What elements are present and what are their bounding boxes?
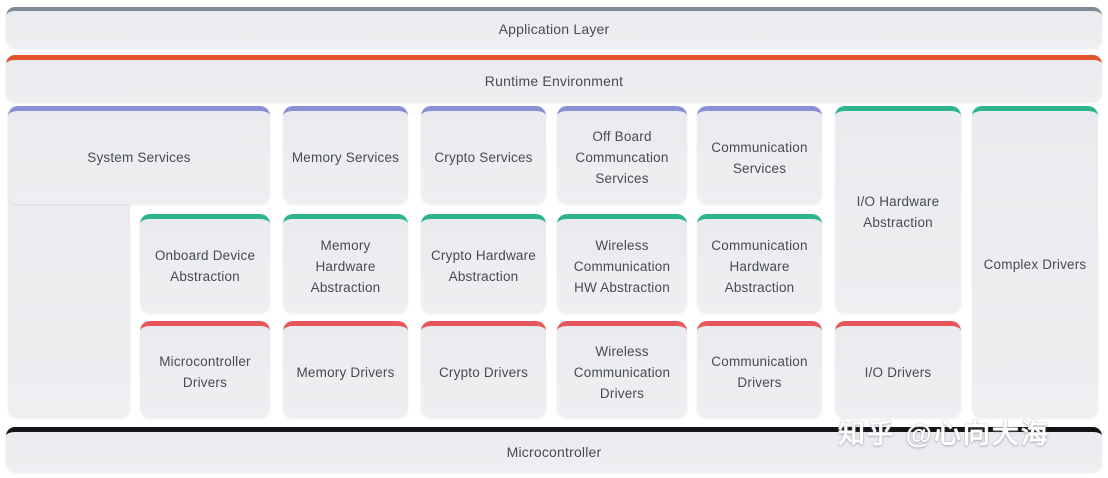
block-crypto-drivers-label: Crypto Drivers [438,364,529,380]
block-io-drivers-label: I/O Drivers [864,364,932,380]
block-system-services: System Services [8,106,270,204]
block-communication-hardware-abstraction-label: Communication Hardware Abstraction [711,237,808,295]
block-memory-hardware-abstraction-label: Memory Hardware Abstraction [310,237,381,295]
block-io-drivers: I/O Drivers [835,321,961,418]
block-wireless-communication-drivers-label: Wireless Communication Drivers [573,343,671,401]
block-crypto-hardware-abstraction: Crypto Hardware Abstraction [421,214,546,313]
block-system-services-label: System Services [87,150,191,165]
block-wireless-communication-drivers: Wireless Communication Drivers [557,321,687,418]
block-memory-drivers-label: Memory Drivers [296,364,395,380]
layer-application: Application Layer [6,7,1102,48]
block-io-hardware-abstraction: I/O Hardware Abstraction [835,106,961,313]
layer-application-label: Application Layer [498,21,610,37]
block-onboard-device-abstraction-label: Onboard Device Abstraction [154,248,256,284]
block-communication-drivers-label: Communication Drivers [711,354,808,390]
layer-microcontroller: Microcontroller [6,427,1102,472]
block-communication-drivers: Communication Drivers [697,321,822,418]
block-memory-services-label: Memory Services [291,150,400,165]
block-offboard-communication-services-label: Off Board Communcation Services [575,129,669,186]
block-microcontroller-drivers-label: Microcontroller Drivers [159,354,251,390]
zhihu-watermark: 知乎 @心向大海 [838,419,1050,449]
block-communication-services: Communication Services [697,106,822,204]
block-communication-hardware-abstraction: Communication Hardware Abstraction [697,214,822,313]
layer-microcontroller-label: Microcontroller [506,443,602,460]
block-crypto-drivers: Crypto Drivers [421,321,546,418]
block-crypto-services-label: Crypto Services [434,150,533,165]
block-microcontroller-drivers: Microcontroller Drivers [140,321,270,418]
block-io-hardware-abstraction-label: I/O Hardware Abstraction [856,194,940,230]
layer-runtime-environment-label: Runtime Environment [484,72,624,89]
block-complex-drivers-label: Complex Drivers [983,257,1087,272]
block-wireless-communication-hw-abstraction-label: Wireless Communication HW Abstraction [573,237,671,295]
block-memory-hardware-abstraction: Memory Hardware Abstraction [283,214,408,313]
block-crypto-services: Crypto Services [421,106,546,204]
block-communication-services-label: Communication Services [711,139,808,176]
block-crypto-hardware-abstraction-label: Crypto Hardware Abstraction [430,248,537,284]
block-memory-services: Memory Services [283,106,408,204]
block-onboard-device-abstraction: Onboard Device Abstraction [140,214,270,313]
layer-runtime-environment: Runtime Environment [6,55,1102,102]
block-offboard-communication-services: Off Board Communcation Services [557,106,687,204]
block-memory-drivers: Memory Drivers [283,321,408,418]
block-wireless-communication-hw-abstraction: Wireless Communication HW Abstraction [557,214,687,313]
block-complex-drivers: Complex Drivers [972,106,1098,418]
